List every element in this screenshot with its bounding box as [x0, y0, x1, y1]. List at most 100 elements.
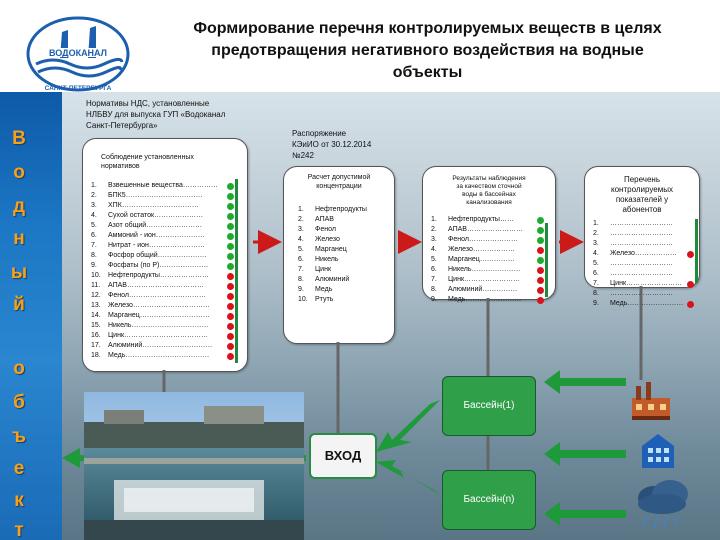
item-label: Никель……………………………: [108, 322, 209, 329]
item-label: Марганец……………: [448, 256, 515, 263]
list-item: 9.Медь……………………: [593, 299, 699, 309]
item-number: 13.: [91, 302, 101, 309]
basin-1: Бассейн(1): [442, 376, 536, 436]
item-label: Ртуть: [315, 296, 334, 303]
vertical-letter: й: [13, 294, 25, 315]
item-label: Цинк………………………………: [108, 332, 209, 339]
item-number: 5.: [593, 260, 599, 267]
red-status-dot: [227, 333, 234, 340]
item-number: 8.: [593, 290, 599, 297]
item-label: Нефтепродукты: [315, 206, 367, 213]
item-label: Железо……………………………: [108, 302, 210, 309]
item-label: Нефтепродукты……: [448, 216, 514, 223]
red-status-dot: [687, 281, 694, 288]
item-label: Никель: [315, 256, 339, 263]
green-status-dot: [227, 213, 234, 220]
list-item: 3.Фенол…………………: [431, 235, 555, 245]
panel1-list: 1.Взвешенные вещества……………2.БПК5………………………: [83, 181, 247, 361]
item-label: Цинк……………………: [610, 280, 683, 287]
item-number: 9.: [91, 262, 97, 269]
list-item: 9.Медь: [298, 285, 394, 295]
item-label: Марганец…………………………: [108, 312, 210, 319]
item-label: Медь: [315, 286, 333, 293]
red-status-dot: [227, 353, 234, 360]
item-number: 9.: [431, 296, 437, 303]
item-number: 1.: [298, 206, 304, 213]
list-item: 8.Алюминий……………: [431, 285, 555, 295]
list-item: 2.АПАВ: [298, 215, 394, 225]
item-number: 6.: [431, 266, 437, 273]
status-bar: [695, 219, 698, 283]
red-status-dot: [227, 343, 234, 350]
green-status-dot: [227, 203, 234, 210]
list-item: 17.Алюминий…………………………: [91, 341, 247, 351]
list-item: 13. Железо……………………………: [91, 301, 247, 311]
item-label: АПАВ……………………………: [108, 282, 204, 289]
list-item: 10.Ртуть: [298, 295, 394, 305]
list-item: 6.………………………: [593, 269, 699, 279]
green-status-dot: [227, 243, 234, 250]
item-label: ………………………: [610, 260, 673, 267]
vertical-letter: ы: [10, 262, 28, 283]
item-label: Алюминий: [315, 276, 350, 283]
item-label: Цинк……………………: [448, 276, 521, 283]
treatment-plant-photo: [84, 392, 304, 540]
list-item: 5. ………………………: [593, 259, 699, 269]
red-status-dot: [687, 251, 694, 258]
item-number: 1.: [593, 220, 599, 227]
item-number: 3.: [298, 226, 304, 233]
list-item: 4.Железо………………: [431, 245, 555, 255]
item-number: 3.: [91, 202, 97, 209]
item-label: ХПК……………………………: [108, 202, 199, 209]
red-status-dot: [537, 277, 544, 284]
item-number: 5.: [431, 256, 437, 263]
item-number: 2.: [91, 192, 97, 199]
red-status-dot: [227, 303, 234, 310]
item-number: 6.: [91, 232, 97, 239]
green-status-dot: [537, 217, 544, 224]
building-icon: [642, 434, 674, 468]
item-number: 5.: [91, 222, 97, 229]
item-number: 14.: [91, 312, 101, 319]
vertical-letter: к: [14, 490, 24, 511]
item-label: ………………………: [610, 240, 673, 247]
item-number: 7.: [431, 276, 437, 283]
list-item: 11. АПАВ……………………………: [91, 281, 247, 291]
list-item: 7.Цинк……………………: [593, 279, 699, 289]
item-number: 6.: [298, 256, 304, 263]
item-number: 7.: [91, 242, 97, 249]
item-number: 11.: [91, 282, 101, 289]
item-label: Железо: [315, 236, 340, 243]
red-status-dot: [227, 283, 234, 290]
green-status-dot: [537, 227, 544, 234]
item-number: 4.: [91, 212, 97, 219]
rain-cloud-icon: [638, 480, 688, 529]
list-item: 10.Нефтепродукты…………………: [91, 271, 247, 281]
logo-name: ВОДОКАНАЛ: [49, 48, 107, 58]
item-number: 5.: [298, 246, 304, 253]
item-number: 7.: [298, 266, 304, 273]
basin-n: Бассейн(n): [442, 470, 536, 530]
list-item: 12.Фенол……………………………: [91, 291, 247, 301]
list-item: 5.Марганец: [298, 245, 394, 255]
item-number: 8.: [431, 286, 437, 293]
item-number: 4.: [431, 246, 437, 253]
panel2-header: Расчет допустимой концентрации: [307, 174, 371, 190]
red-status-dot: [227, 313, 234, 320]
item-number: 12.: [91, 292, 101, 299]
vertical-letter: е: [13, 458, 25, 479]
subscriber-indicators-panel: Перечень контролируемых показателей у аб…: [584, 166, 700, 308]
red-status-dot: [227, 293, 234, 300]
item-label: Взвешенные вещества……………: [108, 182, 218, 189]
order-note: Распоряжение КЭиИО от 30.12.2014 №242: [292, 129, 372, 160]
vertical-letter: б: [13, 392, 25, 413]
arrow-building-to-basin: [544, 442, 626, 466]
item-label: АПАВ: [315, 216, 334, 223]
list-item: 2.АПАВ……………………: [431, 225, 555, 235]
red-status-dot: [227, 273, 234, 280]
green-status-dot: [227, 193, 234, 200]
title-line-3: объекты: [392, 64, 463, 81]
list-item: 1.Взвешенные вещества……………: [91, 181, 247, 191]
list-item: 7.Цинк: [298, 265, 394, 275]
